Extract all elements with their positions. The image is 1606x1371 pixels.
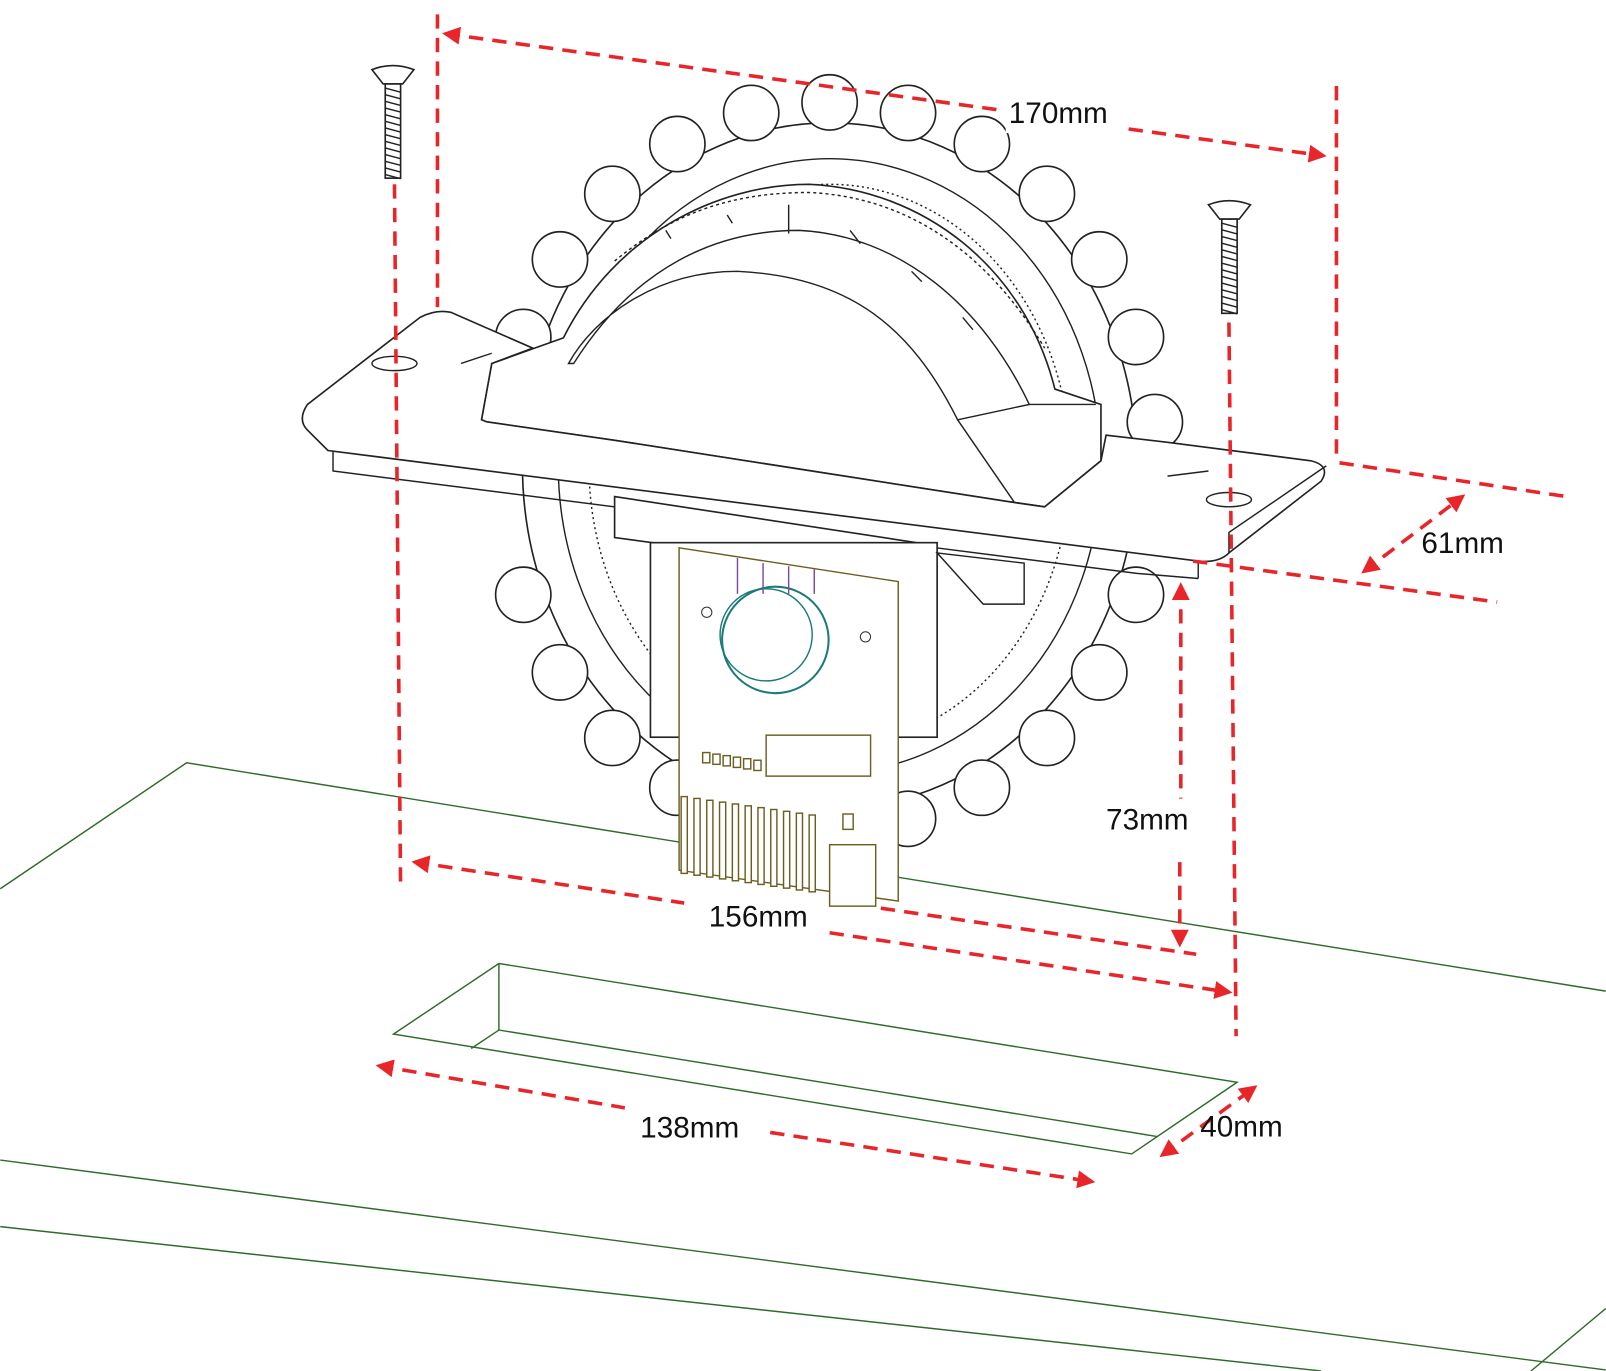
rotary-encoder-component: [721, 585, 830, 695]
header-pin: [782, 810, 791, 889]
smd-component: [712, 753, 721, 766]
wheel-knob: [1018, 165, 1076, 223]
dim-label-40: 40mm: [1200, 1111, 1282, 1144]
smd-component: [722, 754, 732, 767]
mounting-plate: [301, 310, 1327, 580]
header-pin: [706, 799, 714, 878]
wheel-knob: [1018, 709, 1076, 767]
wheel-knob: [879, 84, 937, 142]
usb-connector: [828, 843, 877, 907]
dim-label-170: 170mm: [1009, 97, 1108, 130]
wheel-knob: [953, 759, 1011, 817]
header-pin: [718, 801, 727, 880]
screw-right: [1207, 199, 1252, 315]
smd-component: [742, 757, 752, 770]
smd-component: [732, 756, 742, 769]
dim-label-73: 73mm: [1106, 803, 1188, 836]
header-pin: [693, 797, 701, 876]
panel-cutout: [391, 962, 1240, 1155]
smd-component: [753, 759, 762, 772]
dim-label-156: 156mm: [709, 901, 808, 934]
wheel-knob: [1070, 643, 1128, 701]
wheel-knob: [1070, 230, 1128, 288]
wheel-knob: [801, 73, 859, 131]
ic-chip: [765, 734, 872, 777]
screw-left: [370, 64, 416, 180]
wheel-knob: [583, 165, 641, 223]
wheel-knob: [648, 115, 706, 173]
dimension-lines: [375, 14, 1568, 1189]
wheel-knob: [722, 84, 780, 142]
wheel-knob: [531, 230, 589, 288]
pin-header: [680, 751, 817, 893]
smd-component: [701, 751, 711, 764]
pcb: [678, 546, 899, 907]
wheel-knob: [583, 709, 641, 767]
wheel-knob: [531, 643, 589, 701]
header-pin: [770, 808, 778, 888]
header-pin: [795, 812, 804, 891]
wheel-knob: [1107, 566, 1165, 624]
wheel-knob: [1107, 308, 1165, 366]
wheel-knob: [953, 115, 1011, 173]
header-pin: [731, 803, 740, 882]
wheel-knobs: [475, 73, 1184, 858]
dim-label-61: 61mm: [1421, 527, 1503, 560]
header-pin: [808, 814, 817, 893]
dial-housing: [480, 183, 1102, 508]
header-pin: [680, 795, 689, 875]
dim-label-138: 138mm: [640, 1112, 739, 1145]
header-pin: [744, 805, 753, 884]
mounting-panel: [0, 762, 1606, 1371]
wheel-knob: [494, 566, 552, 624]
header-pin: [757, 806, 765, 886]
